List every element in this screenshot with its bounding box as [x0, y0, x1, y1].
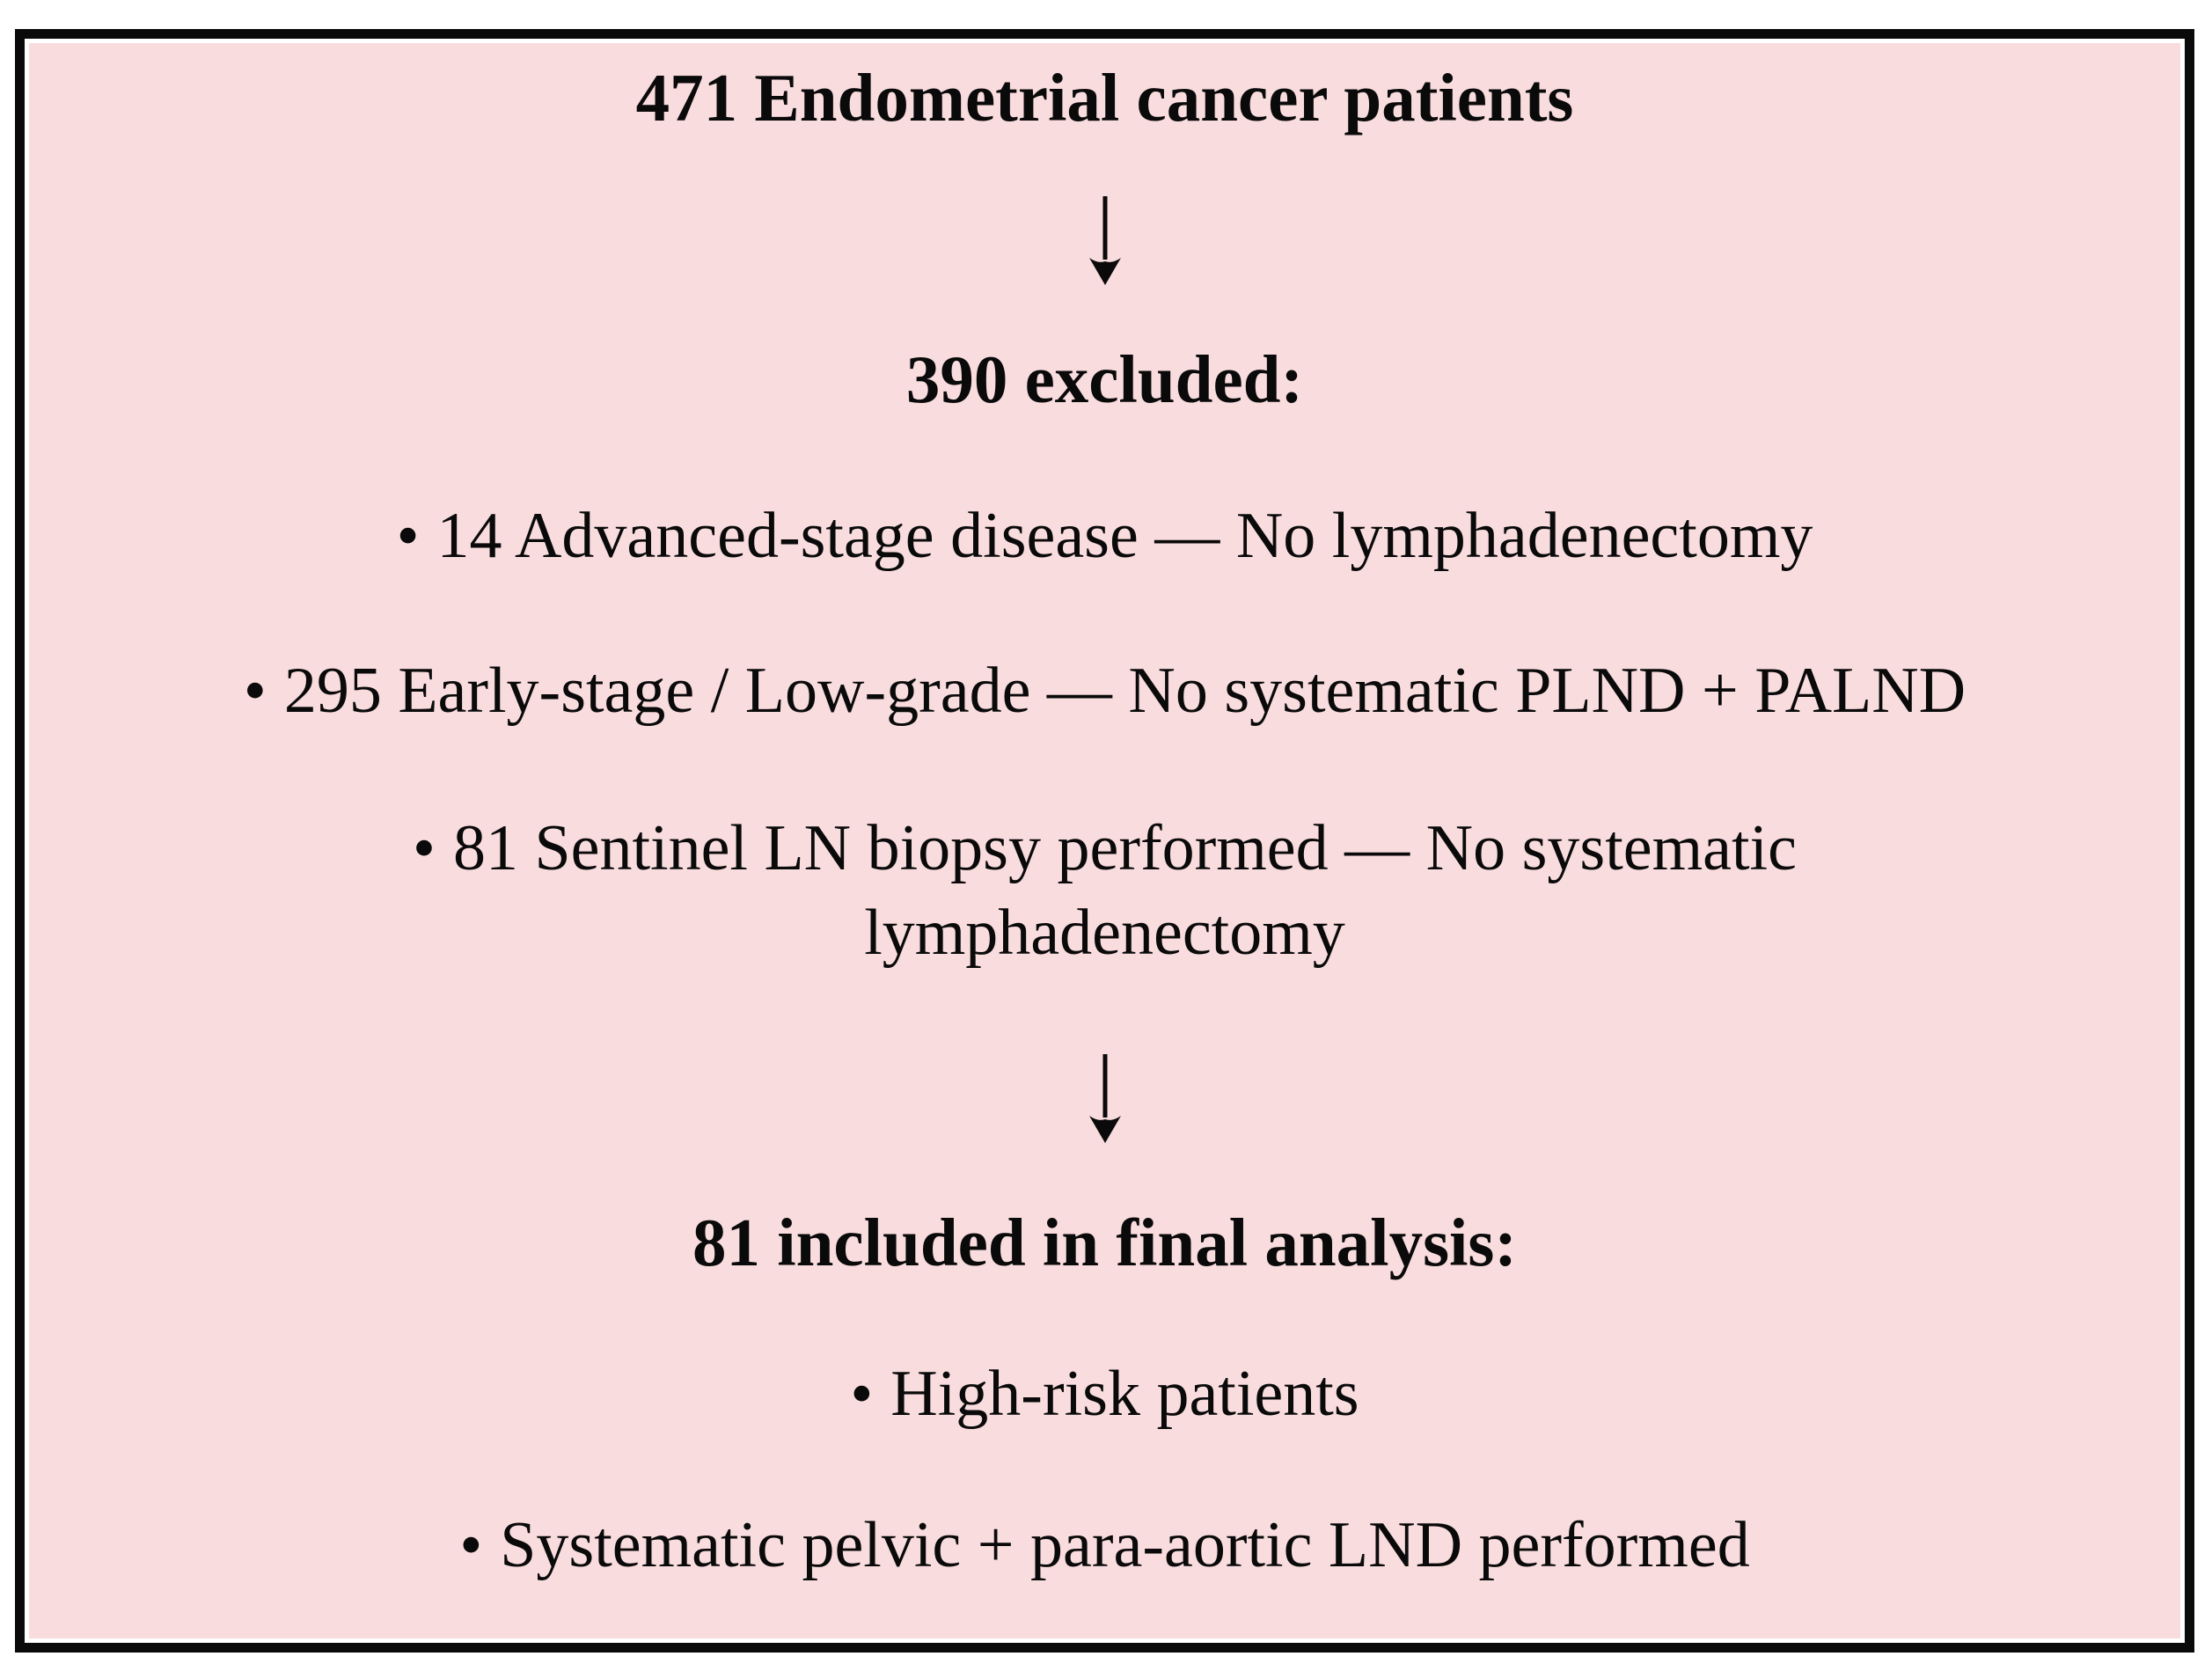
node-included-header: 81 included in final analysis: [692, 1204, 1518, 1280]
down-arrow-icon [1088, 196, 1121, 286]
node-excluded-header: 390 excluded: [905, 341, 1304, 418]
included-item: •Systematic pelvic + para-aortic LND per… [459, 1503, 1749, 1587]
bullet-icon: • [243, 655, 267, 728]
patient-flowchart: 471 Endometrial cancer patients 390 excl… [29, 43, 2180, 1638]
excluded-item: •295 Early-stage / Low-grade — No system… [244, 649, 1966, 733]
excluded-item: •81 Sentinel LN biopsy performed — No sy… [291, 806, 1919, 975]
bullet-icon: • [413, 811, 436, 884]
bullet-icon: • [850, 1358, 874, 1431]
excluded-item-text: 81 Sentinel LN biopsy performed — No sys… [452, 811, 1797, 969]
down-arrow-icon [1088, 1053, 1121, 1143]
flowchart-frame: 471 Endometrial cancer patients 390 excl… [15, 29, 2194, 1653]
included-item-text: Systematic pelvic + para-aortic LND perf… [500, 1509, 1750, 1582]
included-item-text: High-risk patients [890, 1358, 1359, 1431]
bullet-icon: • [459, 1509, 483, 1582]
excluded-item-text: 14 Advanced-stage disease — No lymphaden… [436, 500, 1813, 573]
included-item: •High-risk patients [850, 1352, 1359, 1436]
node-total-patients: 471 Endometrial cancer patients [635, 60, 1574, 136]
excluded-item-text: 295 Early-stage / Low-grade — No systema… [283, 655, 1967, 728]
bullet-icon: • [396, 500, 420, 573]
excluded-item: •14 Advanced-stage disease — No lymphade… [397, 494, 1813, 578]
